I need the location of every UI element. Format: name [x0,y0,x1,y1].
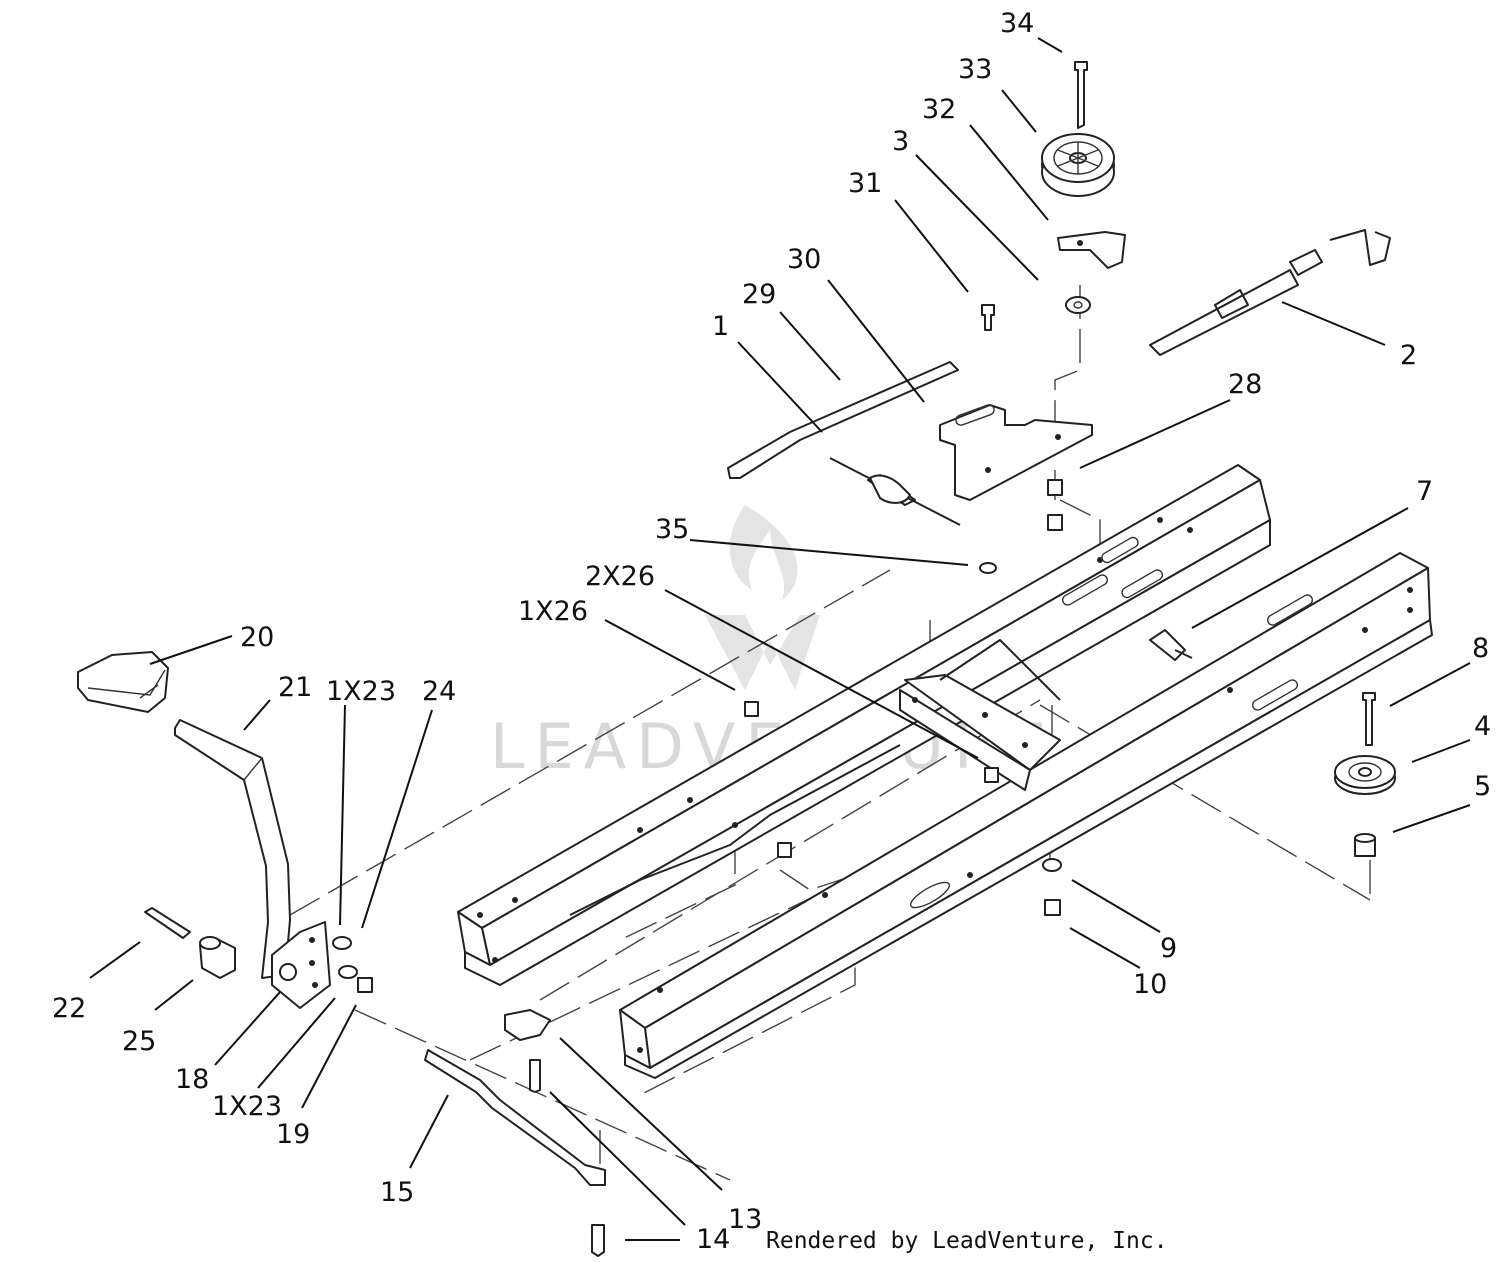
callout-3: 3 [892,126,909,157]
callout-18: 18 [175,1064,209,1095]
callout-22: 22 [52,993,86,1024]
callout-1x26: 1X26 [518,596,588,627]
callout-28: 28 [1228,369,1262,400]
cross-member [899,639,1061,791]
brake-pedal [77,651,373,1009]
callout-25: 25 [122,1026,156,1057]
callout-4: 4 [1474,711,1491,742]
callout-1: 1 [712,311,729,342]
callout-10: 10 [1133,969,1167,1000]
callout-34: 34 [1000,8,1034,39]
callout-21: 21 [278,672,312,703]
callout-5: 5 [1474,771,1491,802]
callout-19: 19 [276,1119,310,1150]
spring-seven [1149,629,1193,661]
lower-pulley [1334,692,1396,857]
callout-9: 9 [1160,933,1177,964]
callout-15: 15 [380,1177,414,1208]
lower-brake-rod [424,1009,606,1257]
callout-29: 29 [742,279,776,310]
callout-2: 2 [1400,340,1417,371]
nuts [744,479,1063,916]
idler-bracket [1057,231,1126,269]
upper-pulley [1041,61,1115,197]
callout-33: 33 [958,54,992,85]
callout-1x23-top: 1X23 [326,676,396,707]
brake-plate [939,404,1093,501]
plate-bolt [979,296,1091,574]
callout-14: 14 [696,1224,730,1255]
callout-20: 20 [240,622,274,653]
left-frame-rail [457,464,1271,986]
spring-rod-assembly [1149,229,1391,356]
callout-35: 35 [655,514,689,545]
callout-1x23-bottom: 1X23 [212,1091,282,1122]
callout-8: 8 [1472,633,1489,664]
callout-24: 24 [422,676,456,707]
callout-2x26: 2X26 [585,561,655,592]
callout-30: 30 [787,244,821,275]
callout-32: 32 [922,94,956,125]
callout-13: 13 [728,1204,762,1235]
render-credit: Rendered by LeadVenture, Inc. [766,1228,1168,1254]
callout-labels: 34 33 32 3 31 30 29 1 2 28 7 35 2X26 1X2… [52,8,1491,1255]
callout-7: 7 [1416,476,1433,507]
brake-rod [727,361,961,526]
leader-lines [89,37,1471,1241]
callout-31: 31 [848,168,882,199]
